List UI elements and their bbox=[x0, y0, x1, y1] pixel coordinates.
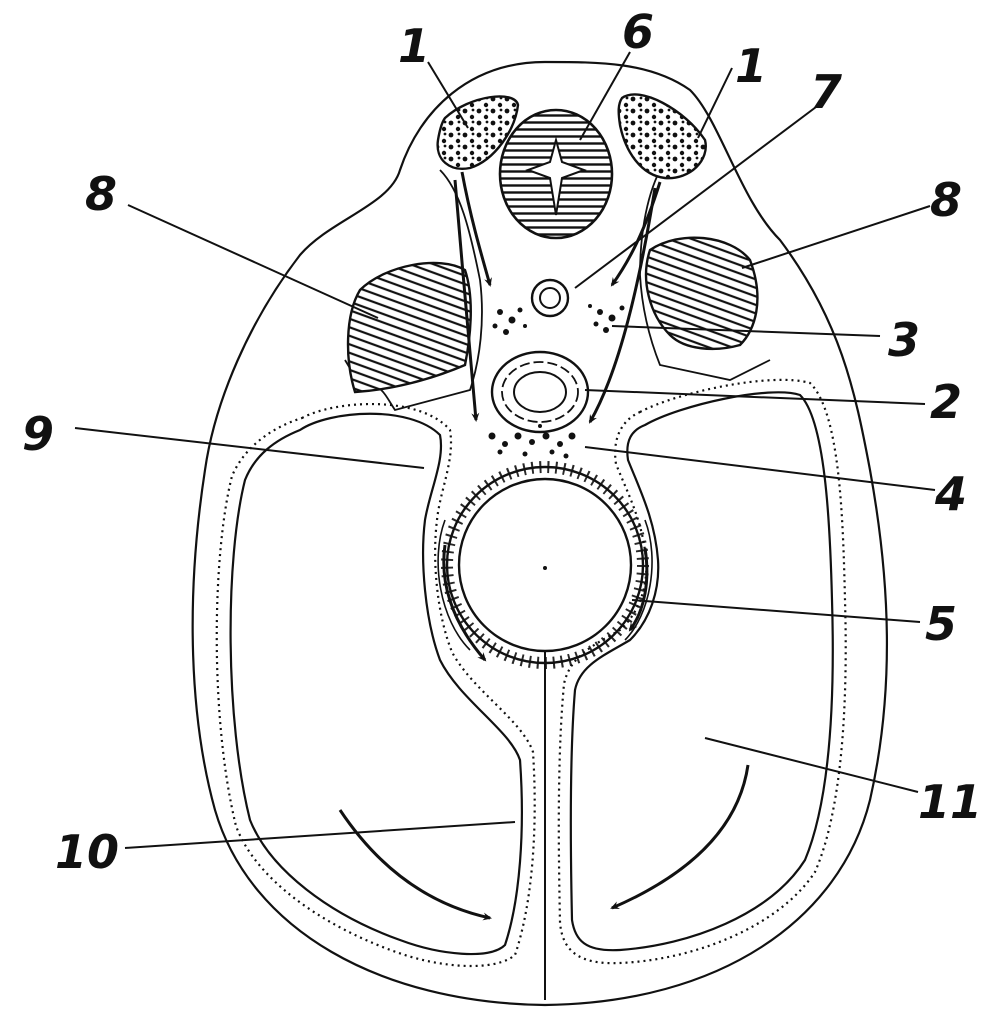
migration-arrows bbox=[338, 171, 750, 921]
label-8-right: 8 bbox=[930, 173, 962, 227]
preaortic-cell-cluster bbox=[488, 424, 576, 459]
neural-tube bbox=[498, 108, 614, 240]
label-6: 6 bbox=[622, 5, 654, 59]
label-1-right: 1 bbox=[735, 39, 767, 93]
label-5: 5 bbox=[925, 597, 957, 651]
label-8-left: 8 bbox=[85, 167, 117, 221]
neural-crest-right bbox=[617, 93, 707, 180]
right-coelomic-cavity bbox=[557, 378, 847, 965]
left-coelomic-cavity bbox=[215, 402, 536, 968]
somite-right bbox=[644, 236, 759, 351]
leader-lines bbox=[74, 51, 936, 849]
label-10: 10 bbox=[55, 825, 119, 879]
label-7: 7 bbox=[810, 65, 842, 119]
dorsal-aorta bbox=[490, 350, 590, 434]
neural-crest-left bbox=[436, 95, 520, 170]
body-outline bbox=[191, 60, 889, 1007]
sympathetic-cell-clusters bbox=[492, 304, 625, 335]
notochord bbox=[530, 278, 570, 318]
label-11: 11 bbox=[918, 775, 982, 829]
label-4: 4 bbox=[934, 467, 967, 521]
label-3: 3 bbox=[888, 313, 920, 367]
label-9: 9 bbox=[22, 407, 54, 461]
label-2: 2 bbox=[930, 375, 962, 429]
label-1-left: 1 bbox=[398, 19, 430, 73]
gut-tube bbox=[437, 461, 653, 669]
somite-left bbox=[346, 261, 472, 394]
